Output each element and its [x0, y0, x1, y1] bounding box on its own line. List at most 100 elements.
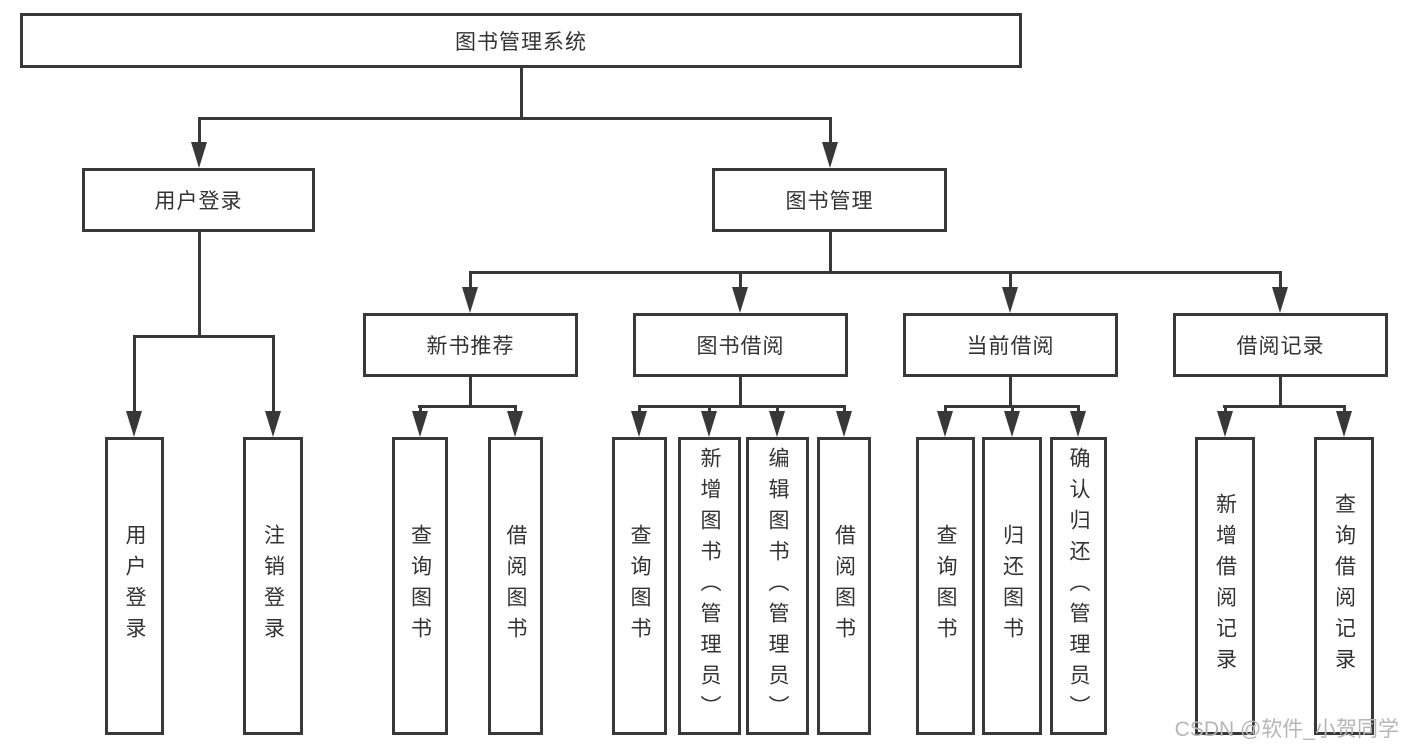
- leaf-query-books-borrow: 查询图书: [612, 437, 667, 735]
- connector-line: [133, 335, 275, 338]
- leaf-add-books-admin-label: 新增图书（管理员）: [698, 446, 721, 726]
- arrow-stem: [637, 405, 641, 411]
- leaf-borrow-books-recommend-label: 借阅图书: [504, 524, 527, 648]
- arrow-down-icon: [701, 405, 717, 437]
- connector-line: [520, 68, 523, 120]
- leaf-return-books-label: 归还图书: [1000, 524, 1024, 648]
- connector-line: [418, 405, 517, 408]
- arrow-stem: [828, 117, 832, 142]
- leaf-confirm-return-admin-label: 确认归还（管理员）: [1067, 446, 1090, 726]
- leaf-add-books-admin: 新增图书（管理员）: [678, 437, 741, 735]
- leaf-query-books-current: 查询图书: [916, 437, 975, 735]
- arrow-stem: [1342, 405, 1346, 411]
- arrow-stem: [271, 335, 275, 411]
- arrow-down-icon: [462, 271, 478, 313]
- arrow-head: [412, 411, 428, 437]
- leaf-add-borrow-record: 新增借阅记录: [1195, 437, 1255, 735]
- node-root-label: 图书管理系统: [455, 30, 587, 54]
- leaf-user-login-label: 用户登录: [123, 524, 146, 648]
- arrow-stem: [132, 335, 136, 411]
- node-current-borrow: 当前借阅: [903, 313, 1118, 377]
- leaf-return-books: 归还图书: [982, 437, 1042, 735]
- arrow-head: [1002, 287, 1018, 313]
- connector-line: [739, 377, 742, 408]
- leaf-logout: 注销登录: [243, 437, 303, 735]
- arrow-head: [507, 411, 523, 437]
- arrow-stem: [468, 271, 472, 287]
- arrow-head: [1272, 287, 1288, 313]
- arrow-down-icon: [265, 335, 281, 437]
- arrow-stem: [842, 405, 846, 411]
- arrow-head: [1070, 411, 1086, 437]
- arrow-down-icon: [631, 405, 647, 437]
- connector-line: [638, 405, 846, 408]
- arrow-down-icon: [1272, 271, 1288, 313]
- node-current-borrow-label: 当前借阅: [966, 335, 1055, 358]
- arrow-stem: [1010, 405, 1014, 411]
- node-root: 图书管理系统: [20, 13, 1022, 68]
- leaf-add-borrow-record-label: 新增借阅记录: [1213, 493, 1237, 679]
- node-book-management: 图书管理: [712, 168, 947, 232]
- arrow-down-icon: [507, 405, 523, 437]
- arrow-down-icon: [937, 405, 953, 437]
- arrow-down-icon: [1004, 405, 1020, 437]
- arrow-down-icon: [412, 405, 428, 437]
- arrow-head: [462, 287, 478, 313]
- arrow-down-icon: [822, 117, 838, 168]
- arrow-head: [1217, 411, 1233, 437]
- node-borrow-records-label: 借阅记录: [1236, 335, 1325, 358]
- arrow-down-icon: [1336, 405, 1352, 437]
- leaf-user-login: 用户登录: [105, 437, 164, 735]
- arrow-down-icon: [1217, 405, 1233, 437]
- arrow-stem: [943, 405, 947, 411]
- watermark-text: CSDN @软件_小贺同学: [1174, 718, 1399, 741]
- leaf-borrow-books-borrow: 借阅图书: [817, 437, 871, 735]
- arrow-down-icon: [1070, 405, 1086, 437]
- connector-line: [198, 232, 201, 338]
- node-book-borrow-label: 图书借阅: [696, 335, 785, 358]
- node-borrow-records: 借阅记录: [1173, 313, 1388, 377]
- arrow-head: [191, 142, 207, 168]
- arrow-down-icon: [126, 335, 142, 437]
- node-book-borrow: 图书借阅: [633, 313, 848, 377]
- connector-line: [1009, 377, 1012, 408]
- arrow-stem: [513, 405, 517, 411]
- arrow-stem: [707, 405, 711, 411]
- leaf-query-books-borrow-label: 查询图书: [628, 524, 651, 648]
- leaf-query-books-current-label: 查询图书: [934, 524, 957, 648]
- leaf-edit-books-admin: 编辑图书（管理员）: [746, 437, 809, 735]
- leaf-borrow-books-recommend: 借阅图书: [488, 437, 543, 735]
- node-user-login: 用户登录: [82, 168, 315, 232]
- leaf-logout-label: 注销登录: [261, 524, 285, 648]
- arrow-down-icon: [191, 117, 207, 168]
- arrow-head: [822, 142, 838, 168]
- node-new-book-recommend: 新书推荐: [363, 313, 578, 377]
- node-new-book-recommend-label: 新书推荐: [426, 335, 515, 358]
- arrow-head: [1336, 411, 1352, 437]
- connector-line: [1279, 377, 1282, 408]
- arrow-stem: [1223, 405, 1227, 411]
- arrow-head: [732, 287, 748, 313]
- node-book-management-label: 图书管理: [785, 190, 874, 213]
- connector-line: [469, 271, 1282, 274]
- node-user-login-label: 用户登录: [154, 190, 243, 213]
- arrow-stem: [197, 117, 201, 142]
- leaf-borrow-books-borrow-label: 借阅图书: [832, 524, 856, 648]
- leaf-edit-books-admin-label: 编辑图书（管理员）: [766, 446, 789, 726]
- arrow-head: [769, 411, 785, 437]
- arrow-head: [126, 411, 142, 437]
- leaf-query-books-recommend-label: 查询图书: [408, 524, 432, 648]
- arrow-stem: [1008, 271, 1012, 287]
- connector-line: [469, 377, 472, 408]
- leaf-query-borrow-record: 查询借阅记录: [1314, 437, 1374, 735]
- arrow-stem: [775, 405, 779, 411]
- connector-line: [198, 117, 832, 120]
- arrow-stem: [738, 271, 742, 287]
- connector-line: [1223, 405, 1346, 408]
- connector-line: [829, 232, 832, 274]
- arrow-stem: [1278, 271, 1282, 287]
- leaf-query-books-recommend: 查询图书: [392, 437, 448, 735]
- leaf-confirm-return-admin: 确认归还（管理员）: [1050, 437, 1107, 735]
- arrow-down-icon: [1002, 271, 1018, 313]
